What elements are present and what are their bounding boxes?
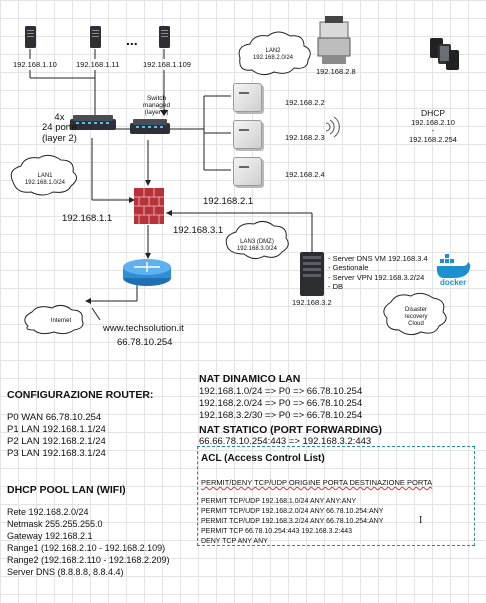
acl-header: PERMIT/DENY TCP/UDP ORIGINE PORTA DESTIN…: [201, 478, 433, 487]
dmz-services: - Server DNS VM 192.168.3.4 - Gestionale…: [328, 254, 428, 292]
servers-ellipsis: ...: [126, 32, 138, 48]
dhcp-title: DHCP: [420, 108, 446, 118]
dhcp-end: 192.168.2.254: [409, 135, 457, 145]
dmz-service: - Server DNS VM 192.168.3.4: [328, 254, 428, 263]
dhcp-pool-line: Range1 (192.168.2.10 - 192.168.2.109): [7, 543, 166, 553]
dmz-server-ip: 192.168.3.2: [292, 298, 332, 307]
server-ip-1: 192.168.1.10: [13, 60, 57, 69]
dmz-subnet: 192.168.3.0/24: [236, 245, 278, 252]
dmz-cloud-label: LAN3 (DMZ) 192.168.3.0/24: [232, 239, 282, 253]
server-ip-2: 192.168.1.11: [76, 60, 120, 69]
internet-cloud-label: Internet: [50, 318, 72, 324]
disaster-line2: recovery: [404, 313, 428, 320]
switch-l3-label: Switch managed (layer 3): [143, 95, 170, 116]
server-icon: [25, 26, 36, 48]
switch-l3-line1: Switch: [146, 95, 167, 102]
server-ip-3: 192.168.1.109: [143, 60, 191, 69]
lan1-cloud-label: LAN1 192.168.1.0/24: [17, 173, 73, 187]
router-config-line: P2 LAN 192.168.2.1/24: [7, 436, 106, 447]
lan1-gateway: 192.168.1.1: [62, 213, 113, 224]
lan2-cloud-label: LAN2 192.168.2.0/24: [244, 48, 302, 62]
dmz-gateway: 192.168.3.1: [173, 225, 224, 236]
disaster-line1: Disaster: [404, 307, 427, 313]
dhcp-pool-line: Server DNS (8.8.8.8, 8.8.4.4): [7, 567, 124, 577]
switch-l3-line2: managed: [143, 102, 171, 110]
acl-title: ACL (Access Control List): [201, 453, 325, 464]
acl-rule: PERMIT TCP 66.78.10.254:443 192.168.3.2:…: [201, 528, 352, 535]
nat-rule: 192.168.2.0/24 => P0 => 66.78.10.254: [199, 398, 363, 409]
dmz-service: - Server VPN 192.168.3.2/24: [328, 272, 425, 282]
nat-title: NAT DINAMICO LAN: [199, 373, 301, 385]
lan2-gateway: 192.168.2.1: [203, 196, 254, 207]
lan2-name: LAN2: [265, 48, 281, 54]
acl-rule: PERMIT TCP/UDP 192.168.2.0/24 ANY 66.78.…: [201, 508, 384, 515]
dmz-name: LAN3 (DMZ): [240, 239, 274, 245]
dhcp-label: DHCP 192.168.2.10 - 192.168.2.254: [408, 108, 458, 145]
switch-l2-ports: 24 porte: [42, 122, 77, 134]
website-url: www.techsolution.it: [103, 323, 184, 334]
server-icon: [159, 26, 170, 48]
router-config-line: P3 LAN 192.168.3.1/24: [7, 448, 106, 459]
acl-box: [197, 446, 475, 546]
router-config-line: P1 LAN 192.168.1.1/24: [7, 424, 106, 435]
dhcp-pool-title: DHCP POOL LAN (WIFI): [7, 484, 126, 496]
switch-l2-layer: (layer 2): [42, 132, 77, 144]
access-point-icon: [233, 120, 262, 149]
ap-ip-1: 192.168.2.2: [285, 98, 325, 107]
disaster-line3: Cloud: [408, 320, 424, 327]
public-ip: 66.78.10.254: [117, 337, 173, 348]
acl-rule: DENY TCP ANY ANY: [201, 538, 268, 545]
docker-label: docker: [440, 278, 467, 287]
router-config-title: CONFIGURAZIONE ROUTER:: [7, 389, 154, 401]
access-point-icon: [233, 83, 262, 112]
dmz-service: - Gestionale: [328, 263, 369, 273]
ap-ip-3: 192.168.2.4: [285, 170, 325, 179]
nat-rule: 192.168.3.2/30 => P0 => 66.78.10.254: [199, 410, 363, 421]
switch-l2-label: 4x 24 porte (layer 2): [42, 112, 77, 144]
acl-rule: PERMIT TCP/UDP 192.168.3.2/24 ANY 66.78.…: [201, 518, 384, 525]
switch-l3-line3: (layer 3): [144, 109, 169, 117]
lan1-subnet: 192.168.1.0/24: [24, 179, 66, 186]
printer-ip: 192.168.2.8: [316, 67, 356, 76]
switch-l2-count: 4x: [54, 112, 65, 123]
dhcp-pool-line: Range2 (192.168.2.110 - 192.168.2.209): [7, 555, 170, 565]
dhcp-pool-line: Rete 192.168.2.0/24: [7, 507, 89, 517]
lan1-name: LAN1: [37, 173, 53, 179]
dmz-service: - DB: [328, 282, 343, 292]
nat-rule: 192.168.1.0/24 => P0 => 66.78.10.254: [199, 386, 363, 397]
dhcp-pool-line: Netmask 255.255.255.0: [7, 519, 103, 529]
server-icon: [90, 26, 101, 48]
disaster-recovery-label: Disaster recovery Cloud: [394, 307, 438, 328]
dhcp-sep: -: [431, 126, 435, 136]
port-forwarding-title: NAT STATICO (PORT FORWARDING): [199, 424, 382, 436]
lan2-subnet: 192.168.2.0/24: [252, 54, 294, 61]
ap-ip-2: 192.168.2.3: [285, 133, 325, 142]
access-point-icon: [233, 157, 262, 186]
router-config-line: P0 WAN 66.78.10.254: [7, 412, 102, 423]
acl-rule: PERMIT TCP/UDP 192.168.1.0/24 ANY ANY:AN…: [201, 498, 357, 505]
dhcp-pool-line: Gateway 192.168.2.1: [7, 531, 93, 541]
text-cursor-icon: I: [419, 515, 423, 526]
port-forwarding-rule: 66.66.78.10.254:443 => 192.168.3.2:443: [199, 436, 372, 447]
dhcp-start: 192.168.2.10: [411, 117, 455, 127]
